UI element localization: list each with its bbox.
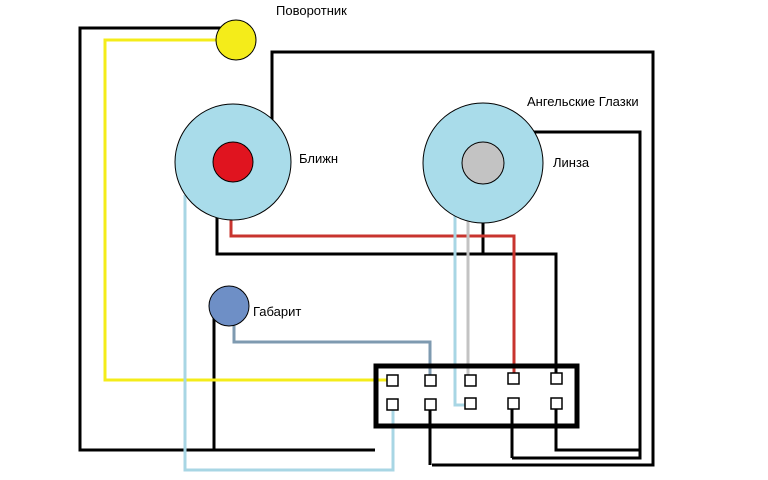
cyan-wire-low-beam — [183, 195, 395, 472]
connector-pin — [464, 374, 477, 387]
angel-eyes-label: Ангельские Глазки — [527, 94, 639, 109]
gray-blue-wire — [232, 320, 432, 378]
connector-pin — [424, 398, 437, 411]
lens-label: Линза — [553, 155, 590, 170]
black-wire-low-beam-top — [270, 50, 655, 467]
black-wire-pin-b5 — [554, 404, 640, 452]
connector-pin — [507, 397, 520, 410]
connector-pin — [386, 398, 399, 411]
connector-pin — [550, 372, 563, 385]
low-beam-bulb — [212, 141, 254, 183]
black-wire-angel-eyes — [512, 130, 642, 460]
connector-pin — [507, 372, 520, 385]
black-wire-turn-signal — [78, 26, 375, 452]
connector-pin — [386, 374, 399, 387]
lens-bulb — [461, 141, 505, 185]
low-beam-label: Ближн — [299, 151, 339, 166]
connector-block — [373, 363, 580, 429]
connector-pin — [424, 374, 437, 387]
connector-pin — [550, 397, 563, 410]
turn-signal-label: Поворотник — [276, 3, 347, 18]
yellow-wire — [103, 38, 392, 382]
parking-light-bulb — [208, 285, 250, 327]
connector-pin — [464, 397, 477, 410]
parking-light-label: Габарит — [253, 304, 302, 319]
turn-signal-bulb — [215, 19, 257, 61]
